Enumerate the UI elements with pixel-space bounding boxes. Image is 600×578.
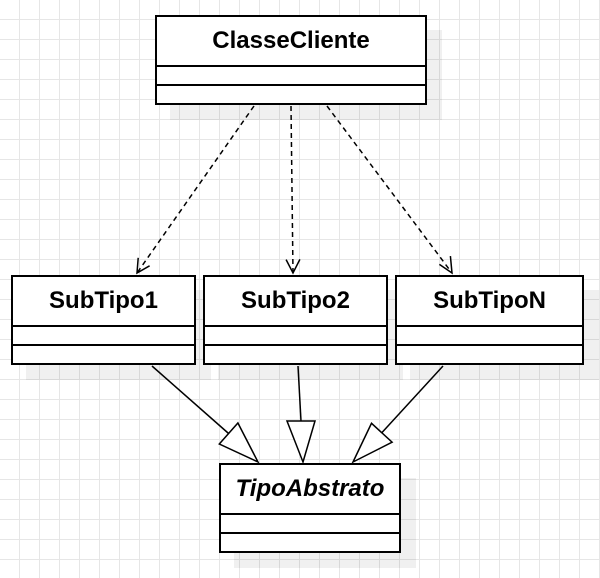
operations-compartment <box>13 346 194 362</box>
generalization-arrow-subtipon <box>351 365 444 464</box>
operations-compartment <box>205 346 386 362</box>
attributes-compartment <box>397 327 582 346</box>
attributes-compartment <box>221 515 399 534</box>
class-name: SubTipoN <box>397 277 582 327</box>
generalization-arrow-subtipo1 <box>151 365 260 464</box>
class-box-subtipo2[interactable]: SubTipo2 <box>203 275 388 365</box>
generalization-arrow-subtipo2 <box>285 365 317 465</box>
class-name: ClasseCliente <box>157 17 425 67</box>
attributes-compartment <box>205 327 386 346</box>
attributes-compartment <box>157 67 425 86</box>
class-box-tipo-abstrato[interactable]: TipoAbstrato <box>219 463 401 553</box>
class-name: SubTipo1 <box>13 277 194 327</box>
class-box-classe-cliente[interactable]: ClasseCliente <box>155 15 427 105</box>
attributes-compartment <box>13 327 194 346</box>
operations-compartment <box>157 86 425 102</box>
dependency-arrow-subtipo1 <box>136 105 255 275</box>
class-name: SubTipo2 <box>205 277 386 327</box>
dependency-arrow-subtipon <box>326 105 453 275</box>
class-box-subtipon[interactable]: SubTipoN <box>395 275 584 365</box>
operations-compartment <box>397 346 582 362</box>
operations-compartment <box>221 534 399 550</box>
dependency-arrow-subtipo2 <box>285 105 301 275</box>
class-name: TipoAbstrato <box>221 465 399 515</box>
class-box-subtipo1[interactable]: SubTipo1 <box>11 275 196 365</box>
